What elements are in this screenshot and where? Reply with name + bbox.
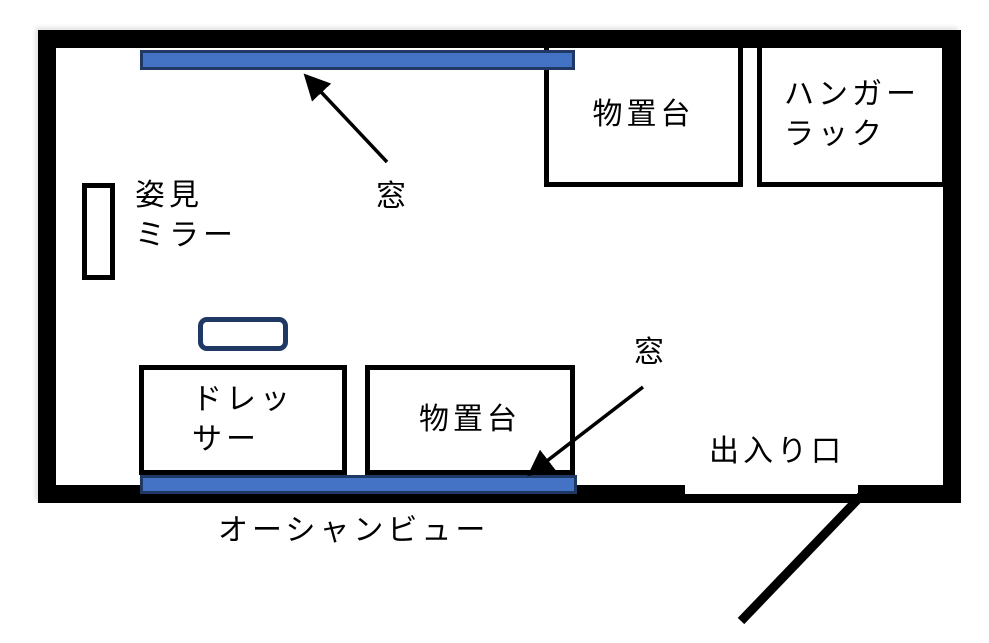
window-top-label: 窓	[376, 180, 410, 213]
hanger-rack-label: ハンガー ラック	[784, 78, 920, 151]
window-bottom-label: 窓	[634, 336, 668, 369]
window-top	[140, 50, 575, 70]
storage-stand-top-label: 物置台	[592, 98, 695, 131]
mirror-shape	[82, 183, 115, 280]
ocean-view-label: オーシャンビュー	[218, 514, 490, 547]
hanger-rack-box: ハンガー ラック	[757, 43, 947, 187]
storage-stand-box-top: 物置台	[544, 43, 743, 187]
accent-box	[198, 317, 288, 351]
door-swing-line	[737, 492, 865, 625]
mirror-label: 姿見 ミラー	[135, 179, 237, 252]
window-bottom	[140, 475, 577, 494]
storage-stand-bottom-label: 物置台	[419, 403, 521, 436]
storage-stand-box-bottom: 物置台	[365, 365, 575, 475]
entrance-label: 出入り口	[709, 435, 845, 468]
dresser-box: ドレッ サー	[139, 365, 347, 475]
dresser-label: ドレッ サー	[192, 383, 294, 456]
entrance-opening	[685, 483, 858, 494]
